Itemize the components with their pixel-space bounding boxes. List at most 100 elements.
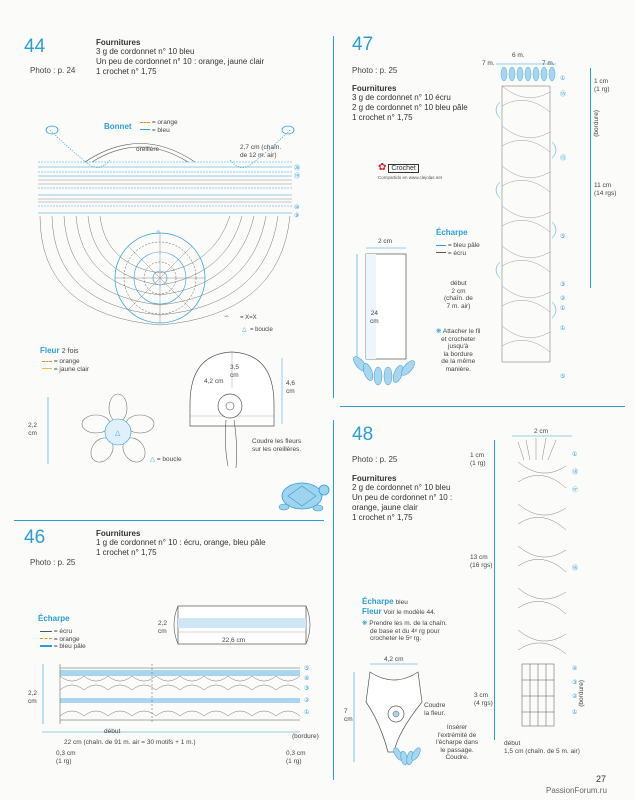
right-rg-46-rows: (1 rg) (286, 757, 302, 765)
bonnet-title: Bonnet (104, 122, 132, 131)
svg-text:③: ③ (304, 685, 309, 692)
right-bot-48-value: 3 cm (474, 692, 489, 699)
note-47: ❋ Attacher le fil et crocheter jusqu'à l… (436, 328, 481, 373)
scarf-48-drawing (353, 663, 423, 766)
right-bot-48-rows: (4 rgs) (474, 699, 493, 707)
right-rg-46-value: 0,3 cm (286, 750, 306, 757)
right-mid-48-rows: (16 rgs) (470, 561, 493, 569)
debut-47-size: 2 cm (451, 287, 466, 295)
left-rg-46: 0,3 cm (1 rg) (56, 750, 76, 765)
svg-text:①: ① (304, 709, 309, 716)
model-46-number: 46 (24, 527, 46, 548)
scarf-47-width: 2 cm (378, 238, 393, 245)
note-47-line: de la même (441, 358, 476, 365)
legend-pale-blue: = bleu pâle (53, 643, 86, 650)
legend-ecru: = écru (53, 628, 73, 635)
fournitures-title: Fournitures (96, 38, 141, 47)
bonnet-legend: = orange = bleu (140, 119, 178, 134)
echarpe-46-legend: = écru = orange = bleu pâle (40, 628, 86, 651)
fournitures-title: Fournitures (352, 474, 397, 483)
model-48-fournitures: Fournitures 2 g de cordonnet n° 10 bleu … (352, 474, 452, 523)
fleur-boucle-text: = boucle (156, 456, 182, 463)
fleur-boucle-key: △ = boucle (150, 456, 182, 463)
divider-47-48 (340, 406, 625, 407)
svg-text:⑱: ⑱ (572, 468, 578, 476)
right-top-48: 1 cm (1 rg) (470, 452, 486, 467)
legend-ecru: = écru (447, 249, 467, 257)
chain-note-line: de 12 m. air) (240, 151, 277, 159)
debut-48-label: début (504, 740, 521, 747)
right-rg-46: 0,3 cm (1 rg) (286, 750, 306, 765)
right-mid-48: 13 cm (16 rgs) (470, 554, 492, 569)
echarpe-47-title: Écharpe (436, 228, 468, 237)
fournitures-line: 3 g de cordonnet n° 10 bleu (96, 47, 195, 56)
fleur-size-value: 2,2 (28, 422, 38, 429)
right-bot-48: 3 cm (4 rgs) (474, 692, 493, 707)
svg-text:④: ④ (572, 665, 577, 672)
right-top-48-value: 1 cm (470, 452, 485, 459)
debut-46: début (104, 728, 121, 735)
dim-line-48-left (494, 440, 495, 740)
svg-text:⑤: ⑤ (560, 233, 565, 240)
top-label-left: 7 m. (482, 60, 495, 67)
model-44-number: 44 (24, 36, 46, 57)
hat-height-unit: cm (286, 387, 295, 395)
svg-text:⑩: ⑩ (294, 204, 299, 211)
chain-note: 2,7 cm (chaîn. de 12 m. air) (240, 144, 281, 159)
legend-orange: = orange (53, 635, 80, 643)
chart-46-height: 2,2 cm (28, 690, 37, 705)
scarf-46-height-value: 2,2 (158, 620, 168, 627)
svg-text:⑳: ⑳ (294, 164, 300, 172)
svg-text:④: ④ (304, 675, 309, 682)
note-47-line: jusqu'à (448, 343, 469, 350)
svg-text:⑲: ⑲ (294, 172, 300, 180)
oreillere-label: oreillère (136, 146, 160, 153)
turtle-icon (278, 482, 330, 512)
svg-text:①: ① (560, 75, 565, 82)
svg-text:①: ① (560, 305, 565, 312)
svg-text:△: △ (115, 430, 121, 437)
top-label-mid: 6 m. (512, 52, 525, 59)
fournitures-line: 1 g de cordonnet n° 10 : écru, orange, b… (96, 538, 266, 547)
debut-47-chain: (chaîn. de (444, 295, 473, 302)
fleur-48-ref: Voir le modèle 44. (383, 608, 436, 616)
scarf-46-height-unit: cm (158, 627, 167, 635)
model-48-photo: Photo : p. 25 (352, 455, 398, 464)
top-width-48: 2 cm (534, 428, 549, 435)
note-48-line: de base et du 4ᵉ rg pour (370, 627, 440, 635)
left-rg-46-value: 0,3 cm (56, 750, 76, 757)
legend-orange: = orange (151, 119, 178, 126)
scarf-46-width: 22,6 cm (222, 637, 246, 644)
svg-text:②: ② (304, 697, 310, 704)
bottom-note-46: 22 cm (chaîn. de 91 m. air = 30 motifs +… (64, 739, 196, 746)
right-top-47: 1 cm (1 rg) (594, 78, 610, 93)
note-47-line: Attacher le fil (442, 328, 481, 335)
right-mid-47-rows: (14 rgs) (594, 189, 617, 197)
fournitures-line: 1 crochet n° 1,75 (96, 67, 157, 76)
note-47-line: la bordure (443, 350, 473, 358)
fleur-48-title: Fleur (362, 606, 382, 616)
hat-note: Coudre les fleurs sur les oreillères. (252, 438, 301, 453)
insert-48-line: Insérer (446, 724, 468, 731)
fournitures-line: orange, jaune clair (352, 503, 418, 512)
svg-text:⑨: ⑨ (294, 212, 299, 219)
scarf-47-height: 24 cm (370, 310, 379, 325)
logo-text: Crochet (388, 164, 419, 173)
right-top-48-rows: (1 rg) (470, 459, 486, 467)
model-46-photo: Photo : p. 25 (30, 558, 76, 567)
scarf-47-height-unit: cm (370, 317, 379, 325)
svg-text:∽: ∽ (224, 314, 229, 320)
model-47-photo: Photo : p. 25 (352, 66, 398, 75)
model-44-photo: Photo : p. 24 (30, 66, 76, 75)
insert-48-line: Coudre. (445, 754, 469, 761)
echarpe-48-color: bleu (395, 599, 408, 606)
fournitures-line: 1 crochet n° 1,75 (96, 548, 157, 557)
svg-text:△: △ (242, 327, 247, 333)
debut-47-label: début (450, 280, 467, 287)
center-divider-top (333, 36, 334, 398)
coudre-48: Coudre la fleur. (424, 702, 445, 717)
bordure-47: (bordure) (593, 110, 600, 137)
right-mid-48-value: 13 cm (470, 554, 488, 561)
